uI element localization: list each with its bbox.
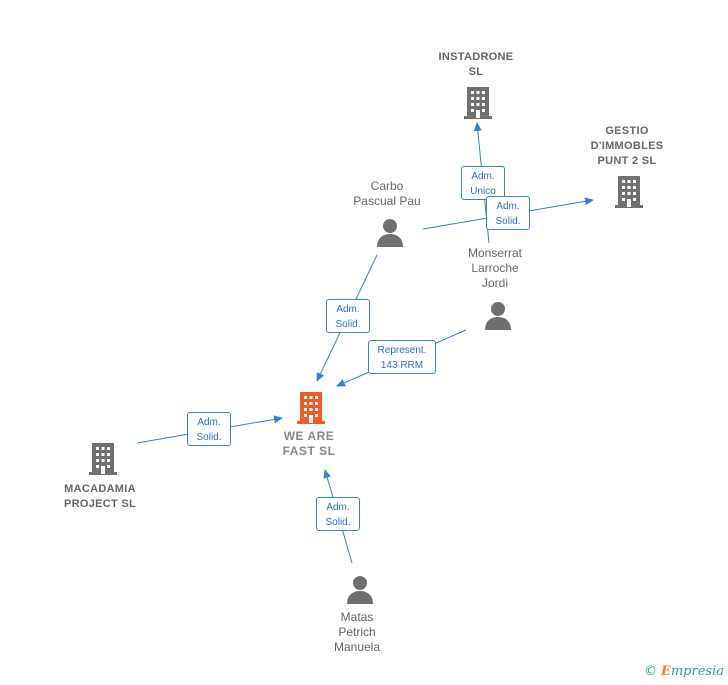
node-label-gestio[interactable]: GESTIO D'IMMOBLES PUNT 2 SL	[590, 125, 664, 167]
copyright-symbol: ©	[643, 664, 657, 679]
node-label-macadamia[interactable]: MACADAMIA PROJECT SL	[63, 483, 137, 510]
node-label-monserrat[interactable]: Monserrat Larroche Jordi	[467, 246, 523, 290]
building-icon-focus	[297, 392, 325, 424]
edge-label-adm-solid-gestio: Adm. Solid.	[486, 196, 530, 230]
building-icon	[89, 443, 117, 475]
edge-label-represent: Represent. 143 RRM	[368, 340, 436, 374]
brand-e: E	[660, 664, 671, 679]
node-label-carbo[interactable]: Carbo Pascual Pau	[353, 179, 421, 208]
edge-label-adm-solid-matas: Adm. Solid.	[316, 497, 360, 531]
edge-label-adm-solid-macadamia: Adm. Solid.	[187, 412, 231, 446]
edge-label-adm-unico: Adm. Unico	[461, 166, 505, 200]
building-icon	[615, 176, 643, 208]
brand-footer: ©Empresia	[644, 664, 724, 679]
node-label-matas[interactable]: Matas Petrich Manuela	[333, 610, 381, 654]
edge-label-adm-solid-carbo: Adm. Solid.	[326, 299, 370, 333]
node-label-instadrone[interactable]: INSTADRONE SL	[438, 51, 514, 78]
building-icon	[464, 87, 492, 119]
brand-name: mpresia	[670, 664, 724, 679]
person-icon	[485, 302, 511, 330]
person-icon	[347, 576, 373, 604]
node-label-we-are-fast[interactable]: WE ARE FAST SL	[282, 429, 336, 458]
person-icon	[377, 219, 403, 247]
